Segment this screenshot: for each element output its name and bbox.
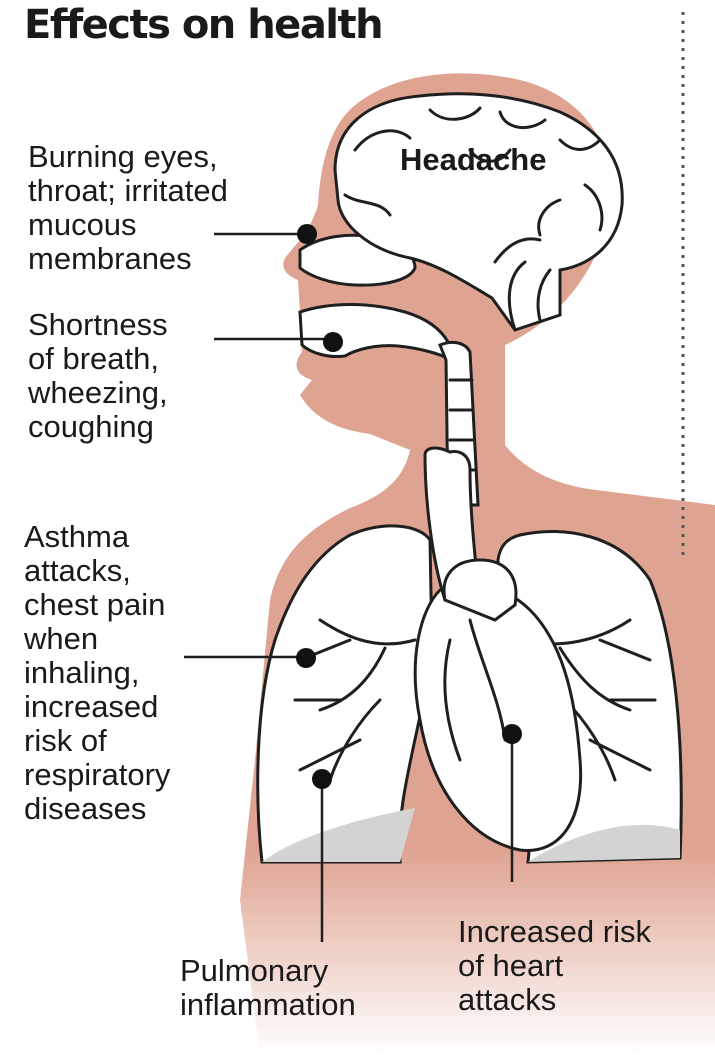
label-heart: Increased risk of heart attacks [458, 915, 651, 1017]
page-title: Effects on health [24, 2, 382, 48]
callout-dot-breath [323, 332, 343, 352]
callout-dot-eyes [297, 224, 317, 244]
callout-dot-heart [502, 724, 522, 744]
label-pulmonary: Pulmonary inflammation [180, 954, 356, 1022]
label-asthma: Asthma attacks, chest pain when inhaling… [24, 520, 170, 826]
label-headache: Headache [400, 142, 546, 178]
callout-dot-pulmonary [312, 769, 332, 789]
callout-dot-asthma [296, 648, 316, 668]
label-eyes-throat: Burning eyes, throat; irritated mucous m… [28, 140, 228, 276]
label-breath: Shortness of breath, wheezing, coughing [28, 308, 168, 444]
